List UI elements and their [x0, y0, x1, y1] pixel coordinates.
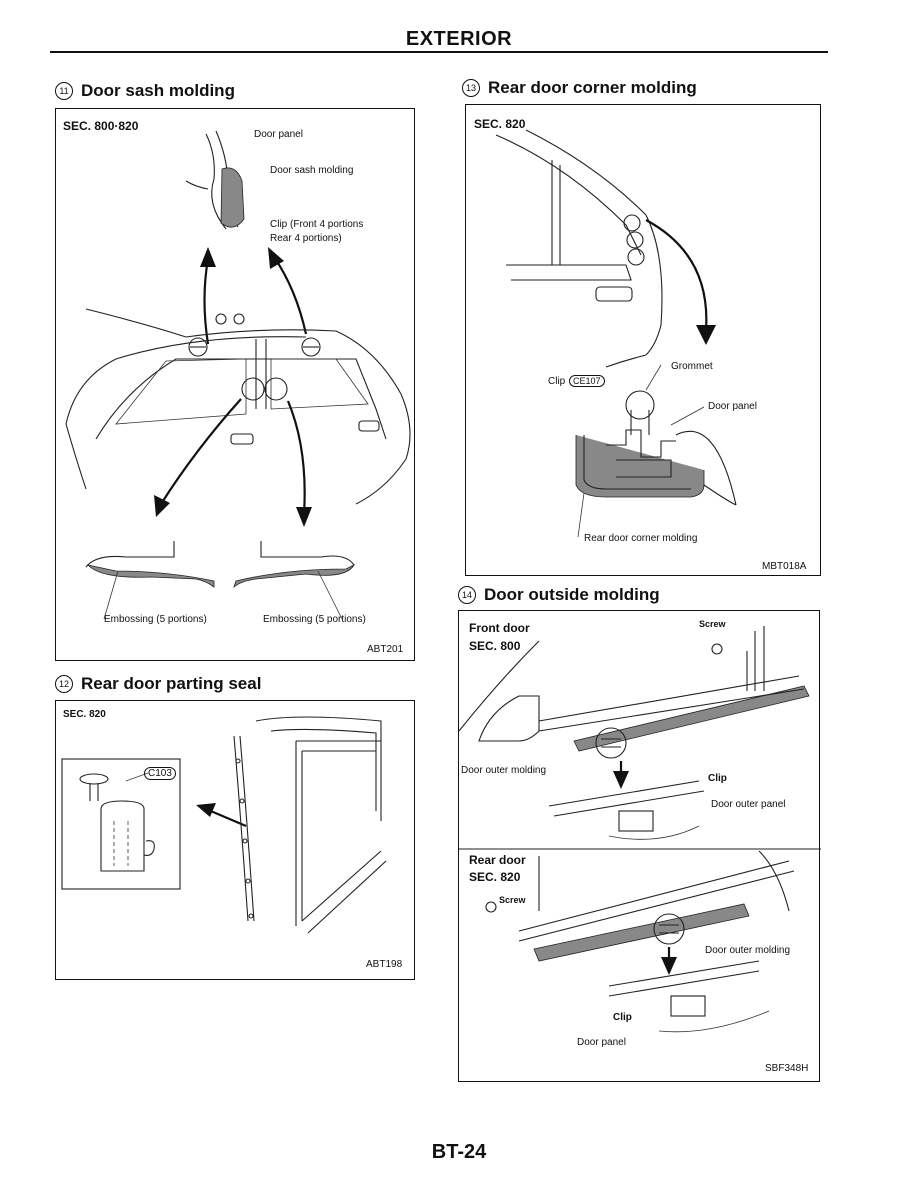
door-panel-label: Door panel: [254, 129, 303, 140]
door-sash-molding-panel: SEC. 800·820 Door panel Door sash moldin…: [55, 108, 415, 661]
sec-label: SEC. 820: [474, 117, 526, 131]
door-sash-molding-label: Door sash molding: [270, 165, 354, 176]
header-rule: [50, 51, 828, 53]
grommet-label: Grommet: [671, 361, 713, 372]
section-14-title-text: Door outside molding: [484, 585, 660, 604]
front-screw-label: Screw: [699, 619, 726, 629]
front-outer-molding-label: Door outer molding: [461, 765, 547, 776]
rear-door-parting-seal-panel: SEC. 820 C103 ABT198: [55, 700, 415, 980]
section-13-number: 13: [462, 79, 480, 97]
outside-molding-illustration: [459, 626, 821, 1033]
front-outer-panel-label: Door outer panel: [711, 799, 786, 810]
figure-code: SBF348H: [765, 1063, 809, 1074]
rear-clip-label: Clip: [613, 1012, 632, 1023]
door-sash-molding-illustration: [65, 130, 411, 620]
section-12-title-text: Rear door parting seal: [81, 674, 262, 693]
section-13-title: 13 Rear door corner molding: [462, 78, 697, 98]
embossing-right-label: Embossing (5 portions): [263, 614, 366, 625]
section-11-title: 11 Door sash molding: [55, 81, 235, 101]
section-12-title: 12 Rear door parting seal: [55, 674, 261, 694]
rear-screw-label: Screw: [499, 895, 526, 905]
section-13-title-text: Rear door corner molding: [488, 78, 697, 97]
sec-label: SEC. 820: [63, 709, 106, 720]
page-title: EXTERIOR: [405, 28, 513, 50]
rear-outer-molding-label: Door outer molding: [705, 945, 791, 956]
front-clip-label: Clip: [708, 773, 727, 784]
door-outside-molding-panel: Front door SEC. 800 Screw Door outer mol…: [458, 610, 821, 1082]
clip-label-line2: Rear 4 portions): [270, 233, 342, 244]
parting-seal-illustration: [61, 716, 387, 934]
rear-door-panel-label: Door panel: [577, 1037, 626, 1048]
figure-code: ABT198: [366, 959, 403, 970]
section-11-title-text: Door sash molding: [81, 81, 235, 100]
clip-label: Clip: [548, 376, 566, 387]
section-12-number: 12: [55, 675, 73, 693]
embossing-left-label: Embossing (5 portions): [104, 614, 207, 625]
section-11-number: 11: [55, 82, 73, 100]
front-door-sec: SEC. 800: [469, 639, 521, 653]
page-number: BT-24: [431, 1141, 487, 1163]
figure-code: ABT201: [367, 644, 404, 655]
clip-label-line1: Clip (Front 4 portions: [270, 219, 364, 230]
rear-door-title: Rear door: [469, 853, 526, 867]
rear-door-sec: SEC. 820: [469, 870, 521, 884]
corner-molding-illustration: [495, 129, 737, 538]
clip-code-badge: C103: [144, 767, 176, 780]
figure-code: MBT018A: [762, 561, 807, 572]
section-14-title: 14 Door outside molding: [458, 585, 660, 605]
corner-molding-label: Rear door corner molding: [584, 533, 698, 544]
front-door-title: Front door: [469, 621, 530, 635]
rear-door-corner-molding-panel: SEC. 820 Grommet Clip CE107 Door panel R…: [465, 104, 821, 576]
door-panel-label: Door panel: [708, 401, 757, 412]
section-14-number: 14: [458, 586, 476, 604]
sec-label: SEC. 800·820: [63, 119, 139, 133]
clip-code-badge: CE107: [569, 375, 605, 387]
